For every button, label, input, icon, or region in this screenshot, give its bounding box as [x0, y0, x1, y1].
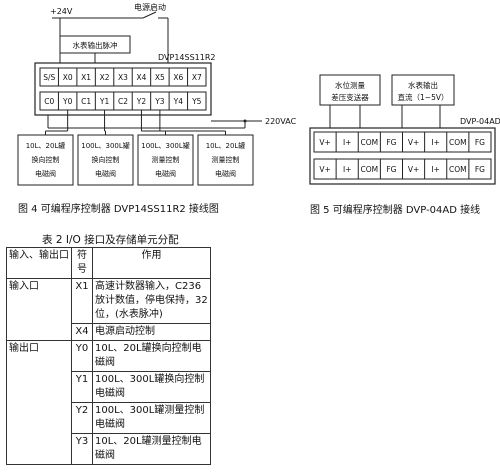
- terminal-label: COM: [361, 165, 379, 174]
- table-row: X4 电源启动控制: [7, 323, 211, 341]
- fig4-caption: 图 4 可编程序控制器 DVP14SS11R2 接线图: [18, 202, 219, 215]
- terminal-label: I+: [431, 138, 440, 147]
- fig5-row2: V+ I+ COM FG V+ I+ COM FG: [313, 158, 492, 180]
- row-symbol: Y1: [71, 371, 93, 403]
- fig5-meter-box-line2: 直流（1~5V）: [398, 92, 449, 102]
- header-col2: 符号: [71, 247, 93, 279]
- terminal-label: X0: [63, 73, 73, 82]
- header-col3: 作用: [92, 247, 211, 279]
- terminal-label: COM: [449, 165, 467, 174]
- fig5-model-label: DVP-04AD: [460, 117, 500, 126]
- table-header-row: 输入、输出口 符号 作用: [6, 247, 211, 279]
- table-row: Y3 10L、20L罐测量控制电磁阀: [7, 433, 211, 465]
- terminal-label: FG: [386, 138, 396, 147]
- table-row: 输入口 X1 高速计数器输入，C236 放计数值，停电保持，32 位，(水表脉冲…: [6, 278, 211, 341]
- terminal-label: FG: [475, 165, 485, 174]
- valve-label: 100L、300L罐: [141, 141, 190, 150]
- valve-box: [197, 134, 254, 186]
- valve-label: 测量控制: [212, 155, 240, 164]
- valve-box: [137, 134, 194, 186]
- terminal-label: C2: [118, 97, 128, 106]
- terminal-label: C1: [81, 97, 91, 106]
- fig4-output-row: C0 Y0 C1 Y1 C2 Y2 Y3 Y4 Y5: [39, 91, 207, 111]
- terminal-label: X1: [81, 73, 91, 82]
- valve-label: 换向控制: [92, 155, 120, 164]
- terminal-label: X6: [173, 73, 183, 82]
- terminal-label: X2: [100, 73, 110, 82]
- terminal-label: COM: [361, 138, 379, 147]
- terminal-label: Y1: [99, 97, 110, 106]
- terminal-label: Y2: [136, 97, 147, 106]
- row-description: 高速计数器输入，C236 放计数值，停电保持，32 位，(水表脉冲): [92, 278, 211, 324]
- valve-label: 100L、300L罐: [81, 141, 130, 150]
- row-symbol: Y3: [71, 433, 93, 465]
- terminal-label: Y5: [191, 97, 202, 106]
- terminal-label: V+: [319, 165, 330, 174]
- valve-label: 换向控制: [32, 155, 60, 164]
- terminal-label: Y4: [173, 97, 184, 106]
- terminal-label: X5: [155, 73, 165, 82]
- terminal-label: X4: [136, 73, 146, 82]
- table-title: 表 2 I/O 接口及存储单元分配: [42, 234, 179, 246]
- row-symbol: X1: [71, 278, 93, 324]
- valve-box: [17, 134, 74, 186]
- fig5-level-box-line1: 水位测量: [335, 80, 365, 90]
- terminal-label: V+: [408, 165, 419, 174]
- terminal-label: Y0: [62, 97, 73, 106]
- valve-label: 10L、20L罐: [26, 141, 66, 150]
- fig4-power-label: +24V: [50, 7, 73, 16]
- valve-label: 测量控制: [152, 155, 180, 164]
- row-description: 10L、20L罐测量控制电磁阀: [92, 433, 211, 465]
- row-symbol: Y2: [71, 402, 93, 434]
- valve-box: [77, 134, 134, 186]
- valve-label: 电磁阀: [215, 169, 236, 178]
- terminal-label: COM: [449, 138, 467, 147]
- fig4-model-label: DVP14SS11R2: [158, 53, 215, 62]
- fig5-level-box-line2: 差压变送器: [331, 92, 369, 102]
- fig4-input-row: S/S X0 X1 X2 X3 X4 X5 X6 X7: [39, 67, 207, 87]
- terminal-label: V+: [408, 138, 419, 147]
- row-symbol: Y0: [71, 340, 93, 372]
- valve-label: 电磁阀: [155, 169, 176, 178]
- table-row: Y2 100L、300L罐测量控制电磁阀: [7, 402, 211, 434]
- row-symbol: X4: [71, 323, 93, 341]
- table-row: 输出口 Y0 10L、20L罐换向控制电磁阀: [6, 340, 211, 465]
- row-description: 100L、300L罐换向控制电磁阀: [92, 371, 211, 403]
- terminal-label: I+: [343, 165, 352, 174]
- terminal-label: Y3: [154, 97, 165, 106]
- fig4-ac-label: 220VAC: [265, 117, 297, 126]
- io-table: 输入、输出口 符号 作用 输入口 X1 高速计数器输入，C236 放计数值，停电…: [6, 247, 211, 465]
- group-output: 输出口: [6, 340, 72, 465]
- terminal-label: C0: [44, 97, 54, 106]
- terminal-label: X3: [118, 73, 128, 82]
- fig5-caption: 图 5 可编程序控制器 DVP-04AD 接线: [310, 203, 480, 216]
- fig5-wiring-diagram: 水位测量 差压变送器 水表输出 直流（1~5V） DVP-04AD V+ I+ CO…: [309, 74, 500, 216]
- terminal-label: I+: [431, 165, 440, 174]
- fig4-wiring-diagram: +24V 电源启动 水表输出脉冲 DVP14SS11R2 S/S X0 X1 X2 X3…: [17, 2, 297, 215]
- row-description: 电源启动控制: [92, 323, 211, 341]
- terminal-label: I+: [343, 138, 352, 147]
- fig5-row1: V+ I+ COM FG V+ I+ COM FG: [313, 131, 492, 153]
- fig5-meter-box-line1: 水表输出: [408, 80, 438, 90]
- valve-label: 10L、20L罐: [206, 141, 246, 150]
- terminal-label: FG: [475, 138, 485, 147]
- fig4-start-label: 电源启动: [134, 2, 166, 12]
- fig4-pulse-box-label: 水表输出脉冲: [73, 40, 118, 50]
- valve-label: 电磁阀: [95, 169, 116, 178]
- group-input: 输入口: [6, 278, 72, 341]
- terminal-label: V+: [319, 138, 330, 147]
- row-description: 10L、20L罐换向控制电磁阀: [92, 340, 211, 372]
- row-description: 100L、300L罐测量控制电磁阀: [92, 402, 211, 434]
- terminal-label: X7: [192, 73, 202, 82]
- terminal-label: FG: [386, 165, 396, 174]
- header-col1: 输入、输出口: [6, 247, 72, 279]
- valve-label: 电磁阀: [35, 169, 56, 178]
- terminal-label: S/S: [43, 73, 55, 82]
